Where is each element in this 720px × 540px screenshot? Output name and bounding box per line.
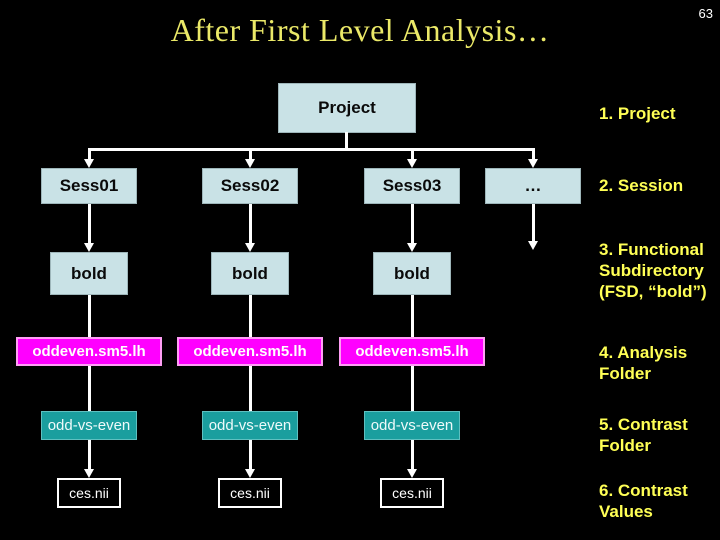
tree-node-session: Sess01 <box>41 168 137 204</box>
legend-item-project: 1. Project <box>599 104 676 123</box>
tree-connector <box>532 148 535 160</box>
arrow-down-icon <box>407 159 417 168</box>
tree-connector <box>249 204 252 244</box>
tree-node-contrast: odd-vs-even <box>364 411 460 440</box>
tree-node-session: Sess03 <box>364 168 460 204</box>
tree-node-values: ces.nii <box>380 478 444 508</box>
tree-node-fsd: bold <box>50 252 128 295</box>
tree-connector <box>88 148 91 160</box>
tree-connector <box>532 204 535 242</box>
tree-connector <box>249 148 252 160</box>
tree-node-contrast: odd-vs-even <box>202 411 298 440</box>
tree-connector <box>411 295 414 337</box>
slide-title: After First Level Analysis… <box>170 12 550 48</box>
tree-connector <box>88 295 91 337</box>
legend-item-contrast: 5. Contrast Folder <box>599 415 688 455</box>
tree-node-fsd: bold <box>373 252 451 295</box>
arrow-down-icon <box>84 159 94 168</box>
arrow-down-icon <box>245 243 255 252</box>
tree-connector <box>249 366 252 411</box>
tree-node-values: ces.nii <box>218 478 282 508</box>
arrow-down-icon <box>407 469 417 478</box>
tree-node-contrast: odd-vs-even <box>41 411 137 440</box>
legend-item-session: 2. Session <box>599 176 684 195</box>
arrow-down-icon <box>528 241 538 250</box>
tree-connector <box>249 440 252 470</box>
tree-connector <box>411 148 414 160</box>
tree-connector <box>88 440 91 470</box>
tree-node-analysis: oddeven.sm5.lh <box>16 337 162 366</box>
page-number: 63 <box>698 6 713 21</box>
tree-connector <box>88 366 91 411</box>
tree-connector <box>345 132 348 149</box>
arrow-down-icon <box>245 159 255 168</box>
tree-connector <box>411 366 414 411</box>
legend-item-fsd: 3. Functional Subdirectory (FSD, “bold”) <box>599 240 707 301</box>
tree-node-session: Sess02 <box>202 168 298 204</box>
tree-node-project: Project <box>278 83 416 133</box>
arrow-down-icon <box>245 469 255 478</box>
arrow-down-icon <box>84 243 94 252</box>
legend-item-analysis: 4. Analysis Folder <box>599 343 688 383</box>
tree-node-fsd: bold <box>211 252 289 295</box>
arrow-down-icon <box>528 159 538 168</box>
tree-node-analysis: oddeven.sm5.lh <box>339 337 485 366</box>
tree-connector <box>88 204 91 244</box>
arrow-down-icon <box>84 469 94 478</box>
tree-connector <box>88 148 535 151</box>
tree-node-session-more: … <box>485 168 581 204</box>
legend-item-values: 6. Contrast Values <box>599 481 688 521</box>
tree-connector <box>411 440 414 470</box>
arrow-down-icon <box>407 243 417 252</box>
tree-node-analysis: oddeven.sm5.lh <box>177 337 323 366</box>
tree-connector <box>249 295 252 337</box>
tree-node-values: ces.nii <box>57 478 121 508</box>
tree-connector <box>411 204 414 244</box>
